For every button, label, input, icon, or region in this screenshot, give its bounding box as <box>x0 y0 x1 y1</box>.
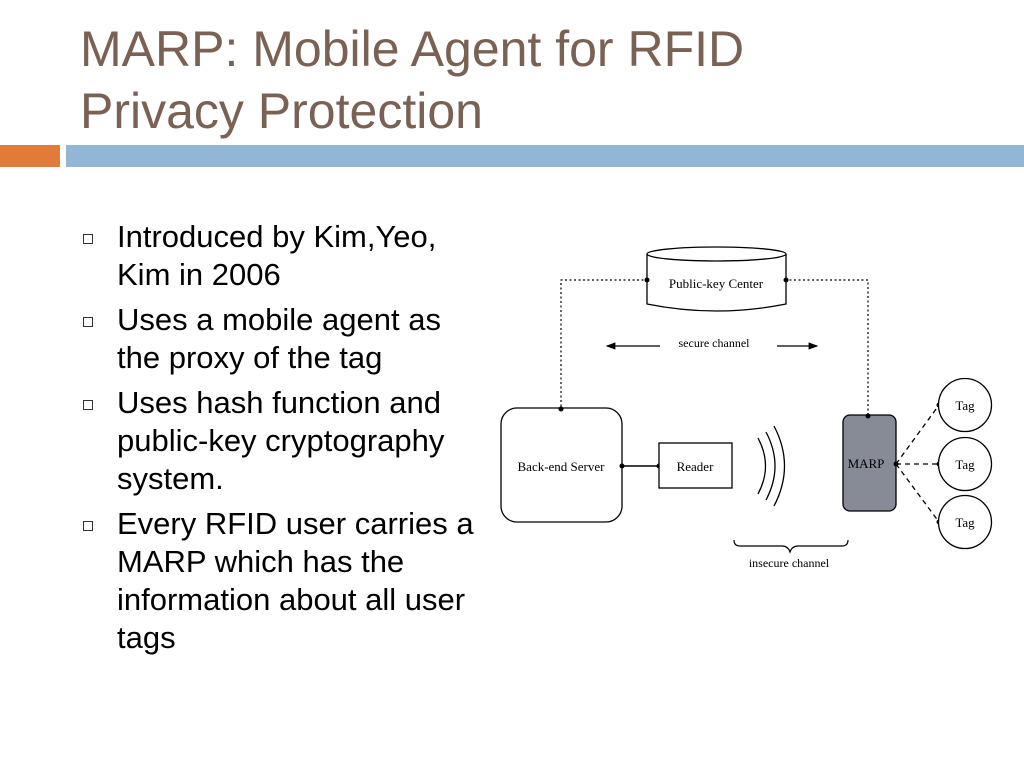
bullet-text: Uses hash function and public-key crypto… <box>117 385 445 496</box>
marp-architecture-diagram: Public-key Center secure channel Back-en… <box>500 246 993 570</box>
tag-node: Tag <box>937 377 993 433</box>
connector-dot <box>783 277 789 283</box>
public-key-center-label: Public-key Center <box>669 276 764 291</box>
tag-label: Tag <box>955 398 975 413</box>
insecure-channel-brace <box>733 539 849 554</box>
reader-box <box>658 442 733 489</box>
secure-link-server <box>560 279 648 410</box>
bullet-item: Every RFID user carries a MARP which has… <box>78 505 478 657</box>
connector-dot <box>558 406 564 412</box>
secure-link-marp <box>785 279 869 415</box>
secure-channel-label: secure channel <box>679 336 751 350</box>
square-bullet-icon <box>83 521 93 531</box>
tag-links <box>895 404 940 523</box>
tag-node: Tag <box>937 436 993 492</box>
marp-label: MARP <box>848 456 885 471</box>
bullet-item: Uses hash function and public-key crypto… <box>78 384 478 498</box>
bullet-text: Uses a mobile agent as the proxy of the … <box>117 302 441 375</box>
tag-label: Tag <box>955 515 975 530</box>
connector-dot <box>619 463 625 469</box>
slide-title: MARP: Mobile Agent for RFID Privacy Prot… <box>80 18 980 142</box>
square-bullet-icon <box>83 317 93 327</box>
tag-label: Tag <box>955 457 975 472</box>
bullet-text: Every RFID user carries a MARP which has… <box>117 506 474 655</box>
bullet-text: Introduced by Kim,Yeo, Kim in 2006 <box>117 219 437 292</box>
connector-dot <box>644 277 650 283</box>
bullet-item: Introduced by Kim,Yeo, Kim in 2006 <box>78 218 478 294</box>
reader-label: Reader <box>677 459 714 474</box>
title-divider-bar <box>66 145 1024 167</box>
bullet-list: Introduced by Kim,Yeo, Kim in 2006 Uses … <box>78 218 478 664</box>
connector-dot <box>865 413 871 419</box>
insecure-channel-label: insecure channel <box>749 556 830 570</box>
public-key-center: Public-key Center <box>646 246 787 312</box>
bullet-item: Uses a mobile agent as the proxy of the … <box>78 301 478 377</box>
backend-server-label: Back-end Server <box>518 459 606 474</box>
title-line-1: MARP: Mobile Agent for RFID <box>80 21 745 77</box>
radio-wave-icon <box>757 425 786 507</box>
tag-node: Tag <box>937 494 993 550</box>
square-bullet-icon <box>83 400 93 410</box>
title-accent-bar <box>0 145 60 167</box>
title-line-2: Privacy Protection <box>80 83 483 139</box>
square-bullet-icon <box>83 234 93 244</box>
